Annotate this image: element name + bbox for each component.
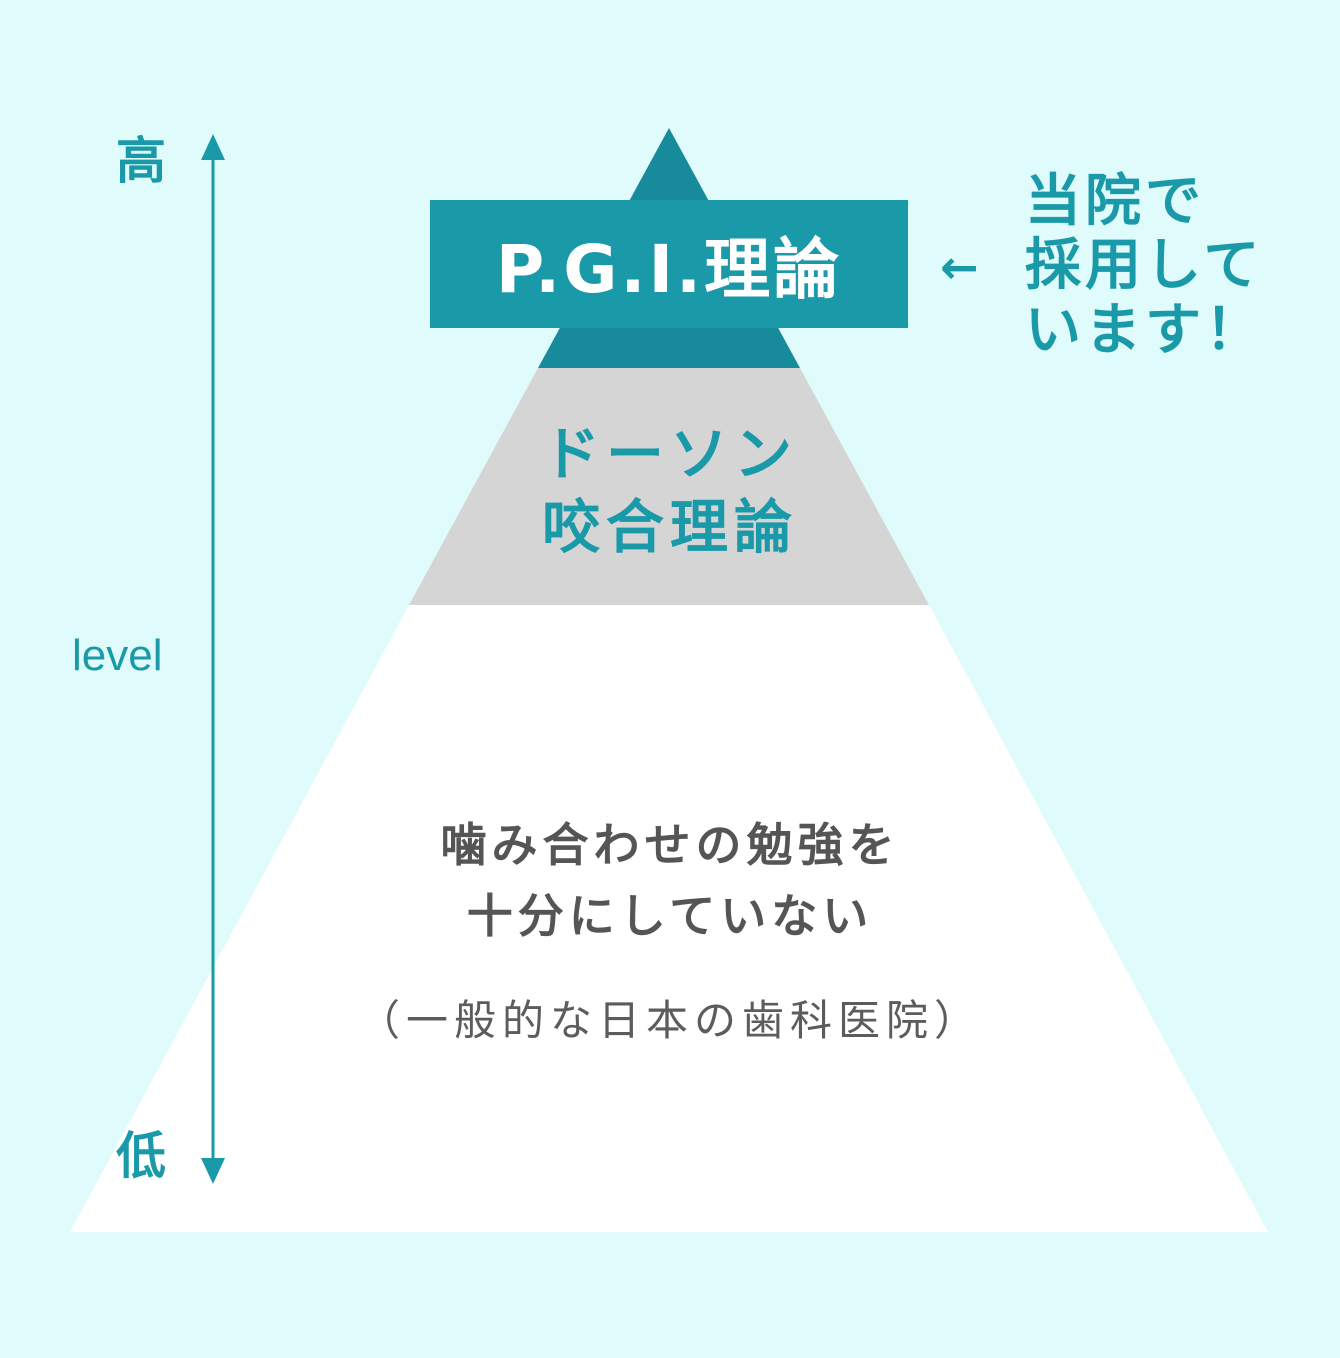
axis-level-label: level	[72, 631, 163, 680]
callout-line-3: います！	[1025, 297, 1265, 363]
bottom-tier-subtitle: （一般的な日本の歯科医院）	[357, 996, 982, 1045]
top-tier-label-box	[430, 200, 908, 328]
bottom-tier-line-1: 噛み合わせの勉強を	[440, 818, 900, 872]
axis-arrow-up-icon	[201, 134, 225, 160]
bottom-tier-line-2: 十分にしていない	[466, 889, 874, 944]
callout-line-1: 当院で	[1025, 169, 1205, 234]
bottom-tier-shape	[70, 605, 1268, 1232]
callout-text: 当院で 採用して います！	[1025, 169, 1285, 363]
middle-tier-line-2: 咬合理論	[541, 492, 798, 561]
top-tier-label: P.G.I.理論	[495, 231, 843, 308]
axis-high-label: 高	[116, 132, 166, 190]
axis-low-label: 低	[116, 1127, 166, 1185]
middle-tier-shape	[409, 368, 929, 605]
bottom-tier-label: 噛み合わせの勉強を 十分にしていない	[250, 810, 1090, 953]
callout-arrow-icon: ←	[940, 240, 979, 294]
middle-tier-line-1: ドーソン	[541, 420, 798, 488]
callout-line-2: 採用して	[1025, 233, 1264, 299]
axis-arrow-down-icon	[201, 1158, 225, 1184]
middle-tier-label: ドーソン 咬合理論	[468, 418, 872, 563]
